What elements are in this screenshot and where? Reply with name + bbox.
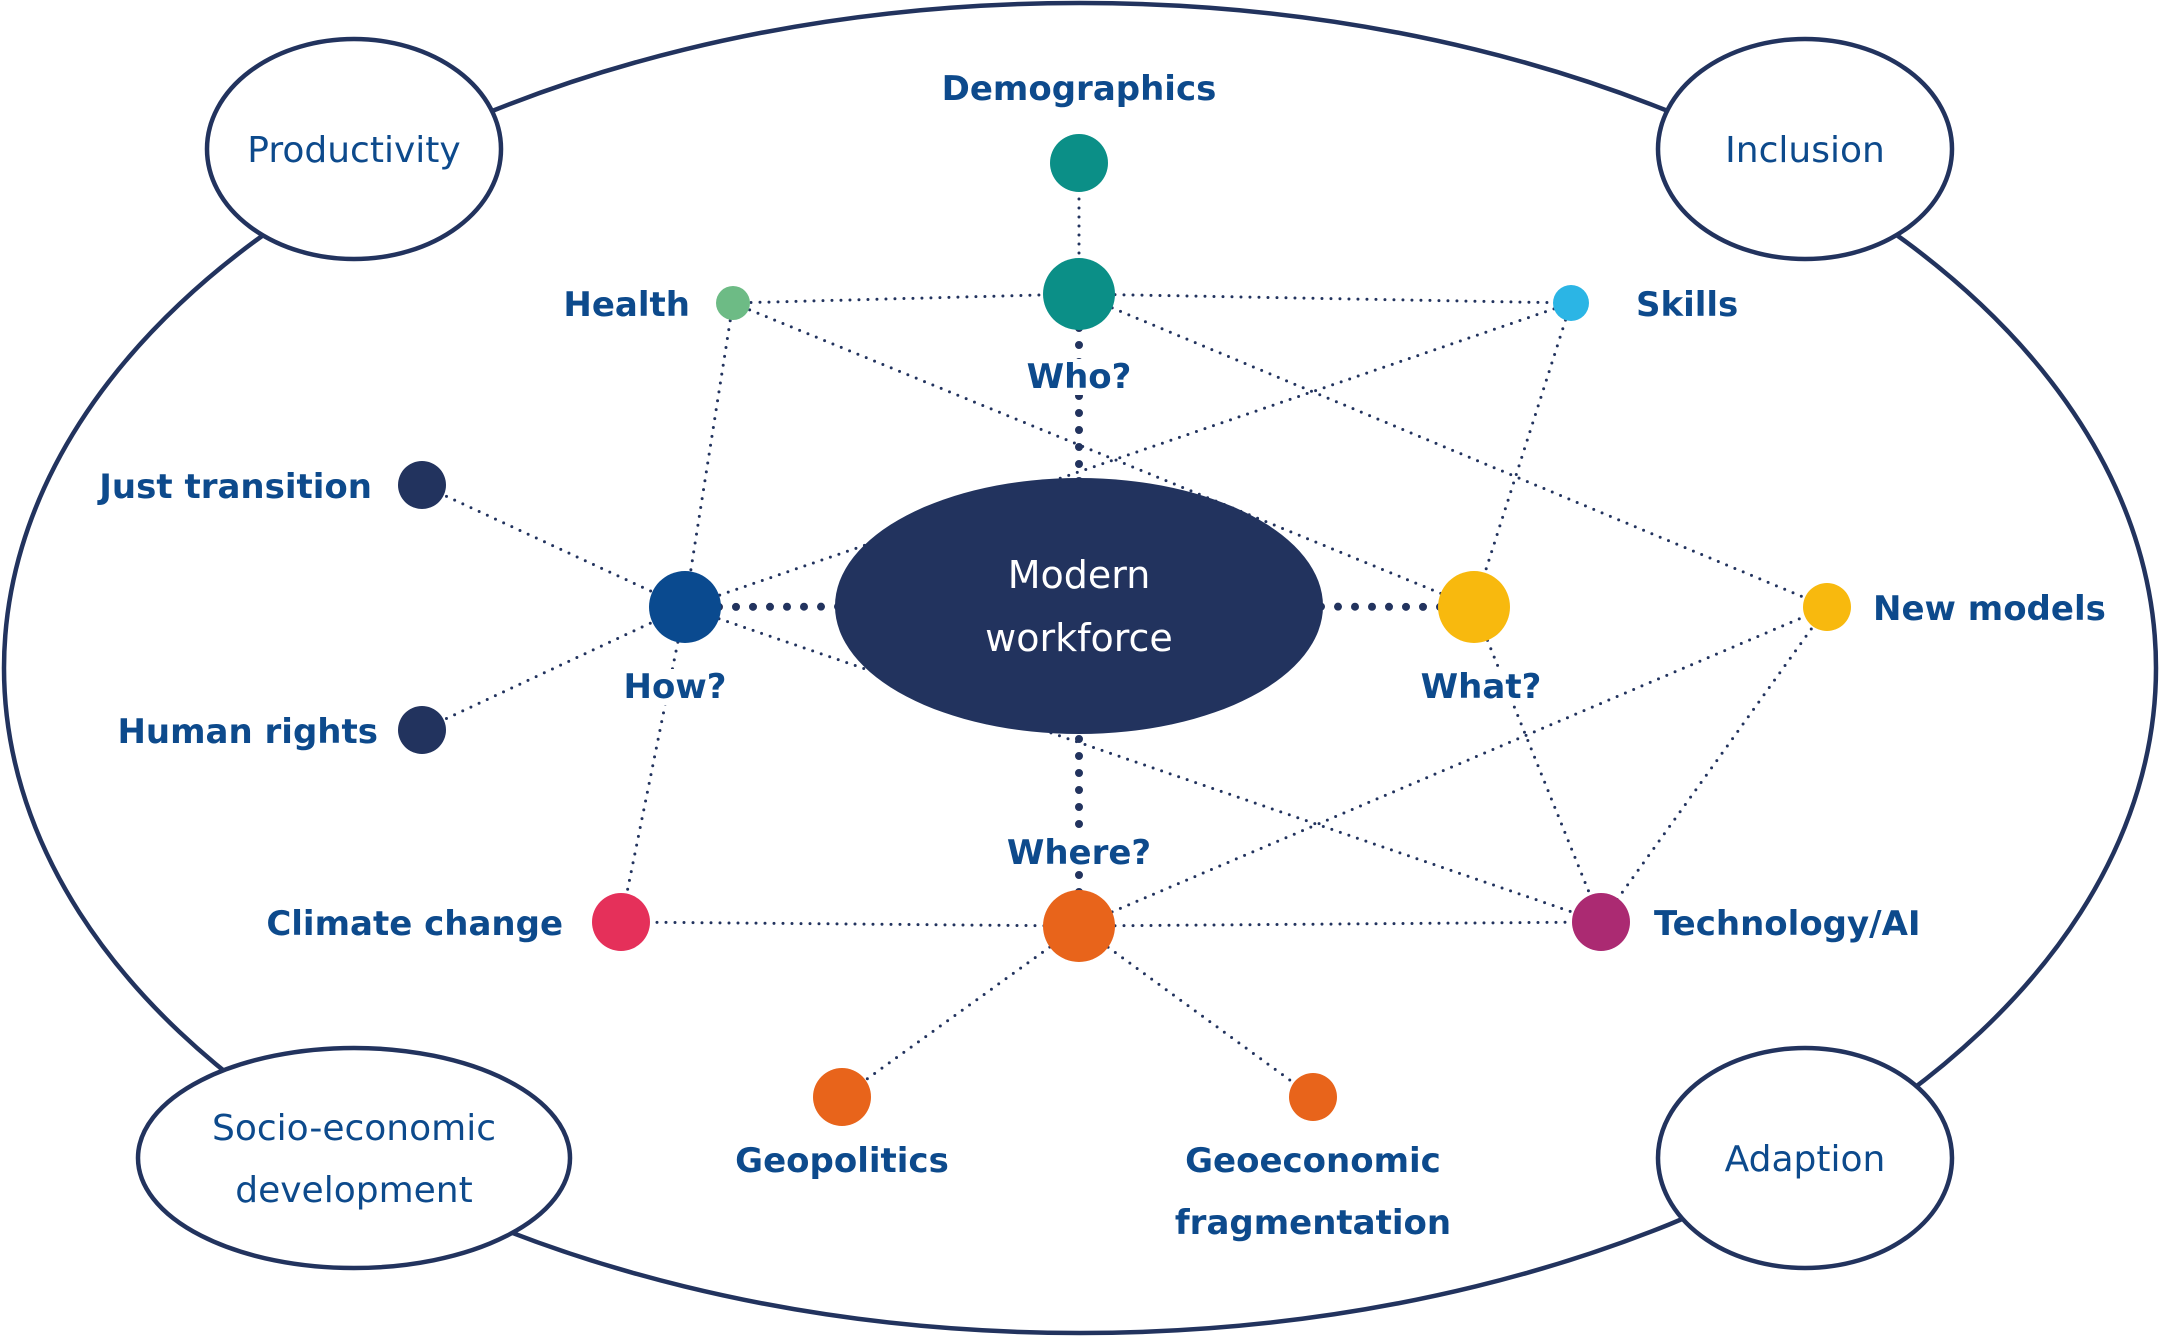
edge-strong-how-center	[681, 602, 1083, 611]
topic-node-demographics	[1050, 134, 1108, 192]
edge-health-who	[731, 292, 1081, 305]
topic-label-human-rights: Human rights	[117, 712, 378, 752]
label-halo	[617, 669, 733, 705]
theme-ring-productivity	[204, 36, 504, 262]
question-node-what	[1438, 571, 1510, 643]
theme-socio-economic: Socio-economic development	[135, 1045, 573, 1271]
topic-node-skills	[1553, 285, 1589, 321]
edge-climate-change-where	[619, 920, 1081, 928]
question-node-how	[649, 571, 721, 643]
label-halo	[1414, 669, 1548, 705]
edge-where-geoeconomic-fragmentation	[1077, 924, 1315, 1099]
edge-skills-what	[1472, 301, 1573, 609]
question-node-where	[1043, 890, 1115, 962]
edge-health-how	[683, 301, 735, 609]
question-label-where: Where?	[1007, 833, 1151, 873]
edge-who-skills	[1077, 292, 1573, 305]
topic-node-human-rights	[398, 706, 446, 754]
theme-label-inclusion: Inclusion	[1725, 130, 1885, 171]
question-node-who	[1043, 258, 1115, 330]
center-label: Modern	[1008, 553, 1151, 597]
edge-where-new-models	[1077, 605, 1829, 928]
topic-label-geoeconomic-fragmentation: fragmentation	[1175, 1203, 1451, 1243]
edge-new-models-technology-ai	[1599, 605, 1829, 924]
topic-label-geopolitics: Geopolitics	[735, 1141, 949, 1181]
question-label-how: How?	[624, 667, 727, 707]
center-node-modern-workforce: Modern workforce	[835, 478, 1323, 734]
center-label: workforce	[985, 616, 1173, 660]
topic-node-new-models	[1803, 583, 1851, 631]
edge-health-what	[731, 301, 1476, 609]
theme-adaption: Adaption	[1655, 1045, 1955, 1271]
theme-ring-adaption	[1655, 1045, 1955, 1271]
topic-node-geopolitics	[813, 1068, 871, 1126]
topic-node-just-transition	[398, 461, 446, 509]
edge-strong-what-center	[1075, 602, 1478, 611]
edge-where-geopolitics	[840, 924, 1081, 1099]
edge-where-technology-ai	[1077, 920, 1603, 928]
topic-label-health: Health	[563, 285, 690, 325]
topic-label-new-models: New models	[1873, 589, 2106, 629]
theme-ring-socio-economic	[135, 1045, 573, 1271]
edge-how-technology-ai	[683, 605, 1603, 924]
edge-skills-how	[683, 301, 1573, 609]
topic-node-geoeconomic-fragmentation	[1289, 1073, 1337, 1121]
theme-productivity: Productivity	[204, 36, 504, 262]
topic-node-technology-ai	[1572, 893, 1630, 951]
topic-label-demographics: Demographics	[942, 69, 1217, 109]
topic-label-geoeconomic-fragmentation: Geoeconomic	[1185, 1141, 1441, 1181]
center-ellipse	[835, 478, 1323, 734]
theme-inclusion: Inclusion	[1655, 36, 1955, 262]
edge-how-climate-change	[619, 605, 687, 924]
topic-label-climate-change: Climate change	[266, 904, 563, 944]
theme-ring-inclusion	[1655, 36, 1955, 262]
topic-label-just-transition: Just transition	[97, 467, 372, 507]
theme-label-adaption: Adaption	[1725, 1139, 1886, 1180]
topic-label-technology-ai: Technology/AI	[1654, 904, 1921, 944]
topic-label-skills: Skills	[1636, 285, 1738, 325]
edge-just-transition-how	[420, 483, 687, 609]
theme-label-socio-economic: development	[235, 1170, 472, 1211]
edges-layer	[420, 161, 1829, 1099]
theme-label-productivity: Productivity	[247, 130, 460, 171]
label-halo	[1020, 359, 1138, 395]
topic-node-health	[716, 286, 750, 320]
question-label-what: What?	[1421, 667, 1542, 707]
topic-node-climate-change	[592, 893, 650, 951]
label-halo	[1000, 835, 1158, 871]
theme-label-socio-economic: Socio-economic	[212, 1108, 496, 1149]
question-label-who: Who?	[1027, 357, 1132, 397]
nodes-layer: Modern workforce	[398, 134, 1851, 1126]
edge-what-technology-ai	[1472, 605, 1603, 924]
edge-who-new-models	[1077, 292, 1829, 609]
edge-human-rights-how	[420, 605, 687, 732]
